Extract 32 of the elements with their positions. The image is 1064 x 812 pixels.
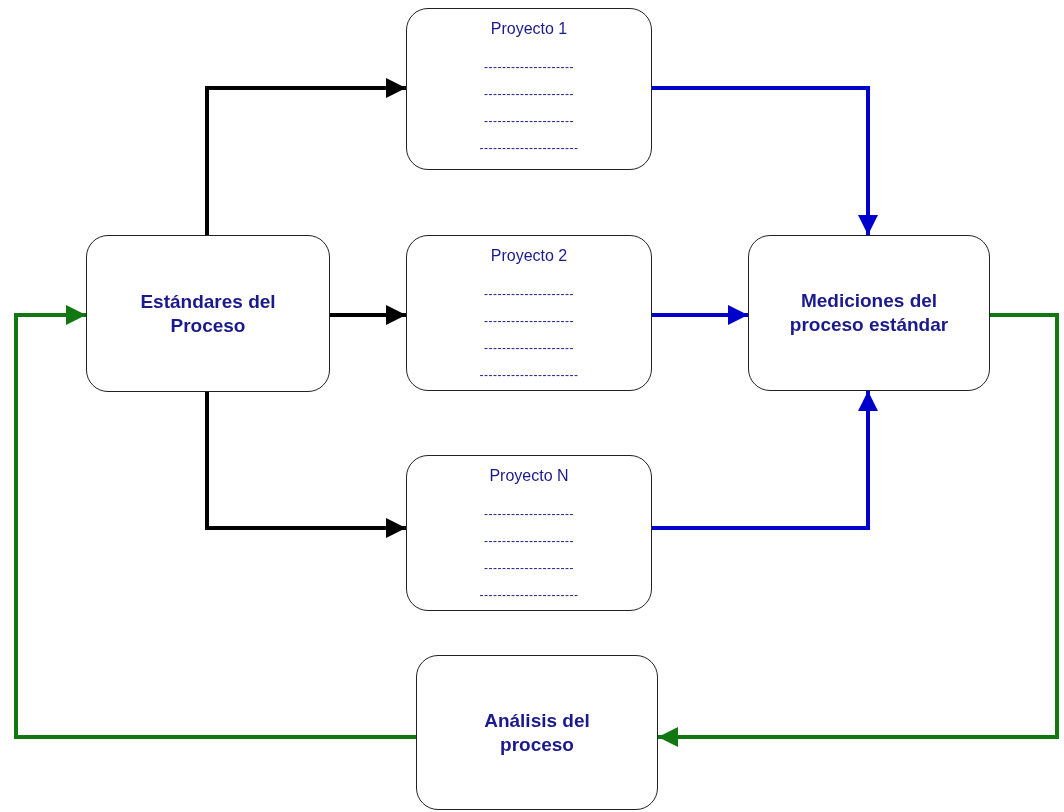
- process-box: [748, 235, 990, 391]
- placeholder-line: --------------------: [484, 288, 574, 300]
- placeholder-line: --------------------: [484, 342, 574, 354]
- placeholder-line: --------------------: [484, 61, 574, 73]
- placeholder-line: --------------------: [484, 115, 574, 127]
- placeholder-line: --------------------: [484, 562, 574, 574]
- process-box: [406, 235, 652, 391]
- process-box: [406, 455, 652, 611]
- box-label: Análisis del proceso: [483, 708, 591, 757]
- arrow: [658, 313, 1059, 747]
- arrow: [330, 305, 406, 325]
- process-box: [416, 655, 658, 810]
- arrow: [652, 86, 878, 235]
- placeholder-line: ----------------------: [479, 589, 579, 601]
- box-title: Proyecto 2: [490, 248, 568, 264]
- placeholder-line: --------------------: [484, 508, 574, 520]
- placeholder-line: ----------------------: [479, 369, 579, 381]
- arrow: [652, 391, 878, 530]
- arrow: [205, 78, 406, 235]
- placeholder-line: --------------------: [484, 315, 574, 327]
- arrow: [14, 305, 416, 739]
- box-title: Proyecto 1: [490, 21, 568, 37]
- placeholder-line: --------------------: [484, 535, 574, 547]
- placeholder-line: ----------------------: [479, 142, 579, 154]
- box-title: Proyecto N: [489, 468, 569, 484]
- process-box: [406, 8, 652, 170]
- box-label: Mediciones del proceso estándar: [788, 289, 950, 337]
- placeholder-line: --------------------: [484, 88, 574, 100]
- arrow: [205, 392, 406, 538]
- arrow: [652, 305, 748, 325]
- process-box: [86, 235, 330, 392]
- box-label: Estándares del Proceso: [139, 289, 277, 338]
